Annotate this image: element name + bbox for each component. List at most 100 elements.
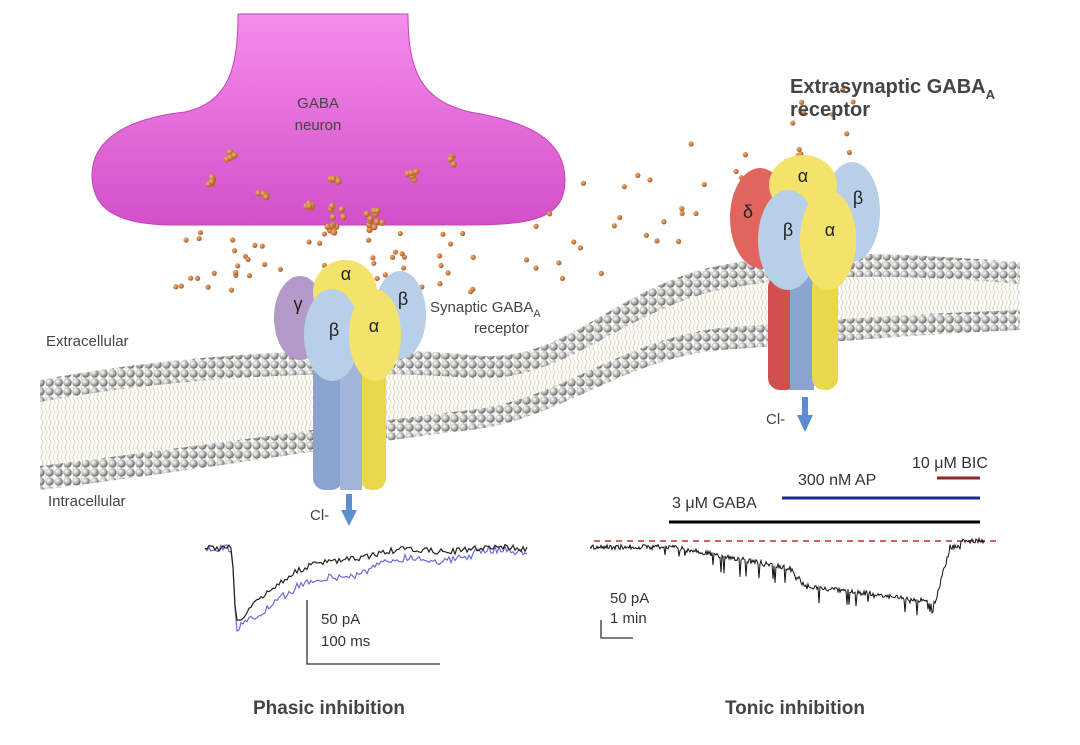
gaba-particle bbox=[245, 256, 251, 262]
gaba-particle bbox=[675, 238, 682, 245]
gaba-particle bbox=[188, 275, 194, 281]
gaba-particle bbox=[173, 284, 179, 290]
extra-subunit-beta-front bbox=[758, 190, 818, 290]
gaba-particle bbox=[399, 251, 405, 257]
intracellular-label: Intracellular bbox=[48, 493, 126, 510]
gaba-particle bbox=[470, 254, 476, 260]
chloride-label-synaptic: Cl- bbox=[310, 507, 329, 524]
gaba-particle bbox=[412, 168, 420, 175]
chloride-label-extrasynaptic: Cl- bbox=[766, 411, 785, 428]
neuron-label-line1: GABA bbox=[297, 95, 339, 112]
gaba-particle bbox=[437, 253, 443, 259]
gaba-particle bbox=[701, 181, 707, 188]
phasic-trace-black bbox=[204, 543, 528, 621]
gaba-particle bbox=[733, 168, 739, 175]
phasic-trace-blue bbox=[204, 543, 528, 632]
gaba-particle bbox=[688, 141, 694, 147]
gaba-particle bbox=[447, 241, 454, 247]
extrasynaptic-label-line2: receptor bbox=[790, 99, 870, 121]
gaba-particle bbox=[556, 260, 562, 266]
gaba-particle bbox=[523, 257, 530, 263]
gaba-particle bbox=[246, 273, 253, 279]
gaba-particle bbox=[330, 175, 337, 183]
drug-label-gaba: 3 μM GABA bbox=[672, 495, 757, 512]
gaba-particle bbox=[382, 272, 388, 278]
gaba-particle bbox=[321, 231, 328, 237]
gaba-particle bbox=[468, 289, 474, 295]
caption-tonic: Tonic inhibition bbox=[725, 698, 865, 719]
gaba-particle bbox=[370, 255, 376, 261]
extra-receptor-tm-mid bbox=[790, 275, 814, 390]
tonic-scale-amplitude: 50 pA bbox=[610, 590, 649, 607]
gaba-particle bbox=[306, 239, 312, 245]
gaba-particle bbox=[580, 180, 587, 186]
gaba-particle bbox=[235, 263, 241, 269]
gaba-particle bbox=[178, 283, 184, 289]
gaba-particle bbox=[559, 275, 566, 281]
gaba-particle bbox=[378, 219, 386, 226]
tonic-scale-time: 1 min bbox=[610, 610, 647, 627]
synaptic-receptor-tm-right bbox=[360, 360, 386, 490]
extracellular-label: Extracellular bbox=[46, 333, 129, 350]
synaptic-gabaa-receptor: γ α β β α bbox=[274, 260, 426, 490]
gaba-particle bbox=[801, 109, 807, 115]
gaba-particle bbox=[400, 265, 407, 271]
gaba-particle bbox=[330, 229, 338, 236]
synaptic-receptor-tm-mid bbox=[340, 360, 362, 490]
gaba-particle bbox=[643, 232, 649, 238]
synaptic-receptor-tm-left bbox=[313, 360, 343, 490]
phasic-scale-time: 100 ms bbox=[321, 633, 370, 650]
gaba-particle bbox=[183, 237, 189, 243]
drug-label-ap: 300 nM AP bbox=[798, 472, 876, 489]
extra-subunit-alpha-back-label: α bbox=[798, 166, 808, 186]
synaptic-receptor-label-line1: Synaptic GABAA bbox=[430, 299, 541, 320]
gaba-particle bbox=[367, 215, 374, 222]
gaba-particle bbox=[228, 287, 235, 293]
gaba-particle bbox=[365, 237, 372, 243]
drug-application-bars bbox=[669, 476, 980, 524]
gaba-particle bbox=[262, 193, 270, 201]
gaba-particle bbox=[374, 275, 380, 282]
gaba-particle bbox=[306, 202, 313, 210]
extra-subunit-alpha-front bbox=[800, 190, 856, 290]
gaba-particle bbox=[611, 223, 617, 229]
gaba-particle bbox=[335, 178, 342, 185]
gaba-particle bbox=[317, 240, 323, 246]
extra-subunit-beta-front-label: β bbox=[783, 220, 793, 240]
gaba-particle bbox=[259, 243, 265, 249]
gaba-particle bbox=[850, 99, 856, 105]
chloride-arrow-extrasynaptic bbox=[797, 397, 813, 432]
gaba-particle bbox=[231, 152, 238, 159]
gaba-particle bbox=[621, 184, 627, 190]
gaba-particle bbox=[533, 265, 539, 271]
tonic-trace bbox=[589, 536, 986, 616]
subunit-beta-back-label: β bbox=[398, 289, 408, 309]
extra-receptor-tm-right bbox=[812, 275, 838, 390]
gaba-particle bbox=[371, 223, 378, 231]
gaba-particle bbox=[255, 189, 262, 197]
membrane-outer-leaflet bbox=[40, 253, 1020, 402]
gaba-particle bbox=[799, 99, 805, 106]
gaba-particle bbox=[440, 231, 446, 237]
gaba-particle bbox=[252, 242, 258, 248]
gaba-particle bbox=[445, 270, 451, 276]
gaba-particle bbox=[437, 281, 443, 287]
membrane-inner-leaflet bbox=[40, 310, 1020, 490]
gaba-particle bbox=[363, 210, 370, 218]
gaba-particle bbox=[231, 248, 238, 254]
gaba-particle bbox=[438, 262, 444, 269]
subunit-beta-front-label: β bbox=[329, 320, 339, 340]
gaba-particle bbox=[617, 214, 623, 221]
gaba-particle bbox=[450, 161, 457, 168]
gaba-particle bbox=[846, 149, 852, 156]
gaba-particle bbox=[328, 202, 336, 210]
gaba-particle bbox=[366, 226, 373, 234]
gaba-particle bbox=[262, 261, 268, 268]
gaba-particle bbox=[205, 284, 211, 290]
gaba-particle bbox=[693, 210, 699, 217]
gaba-particle bbox=[230, 237, 236, 243]
caption-phasic: Phasic inhibition bbox=[253, 698, 405, 719]
tonic-scale-bar bbox=[600, 620, 633, 639]
gaba-particle bbox=[447, 156, 454, 163]
